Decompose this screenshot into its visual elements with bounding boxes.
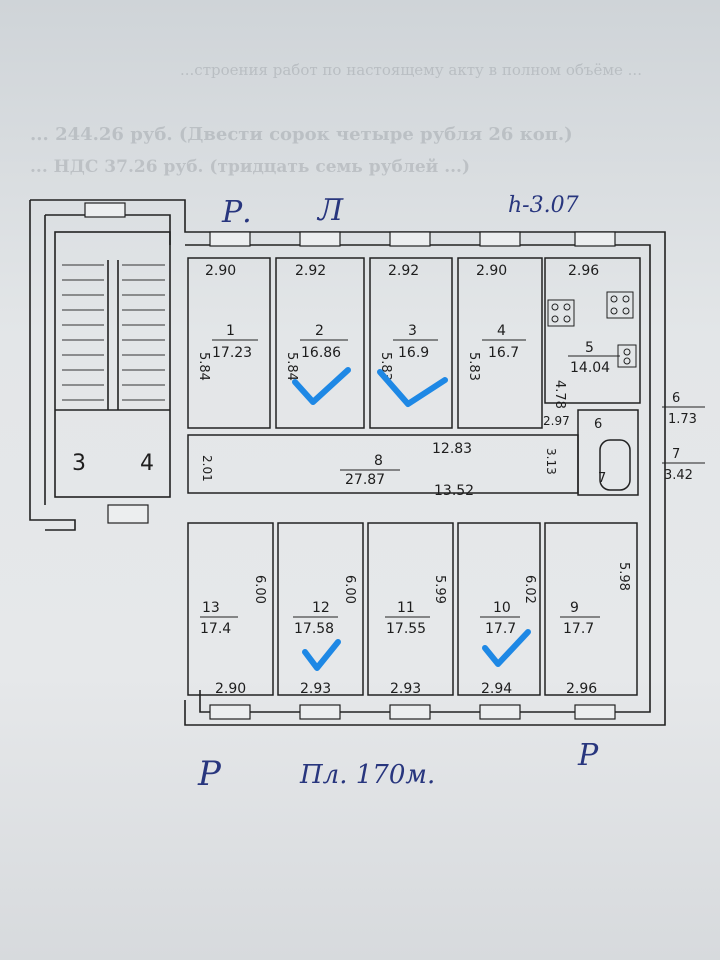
legend-7-number: 7 [672, 447, 680, 462]
room-12-number: 12 [312, 600, 330, 616]
room-13-depth: 6.00 [252, 575, 267, 604]
room-11-number: 11 [397, 600, 415, 616]
room-2-number: 2 [315, 323, 324, 339]
handwritten-height: h-3.07 [508, 193, 579, 218]
stair-label-3: 3 [72, 451, 86, 476]
legend-6-number: 6 [672, 391, 680, 406]
stair-treads [62, 264, 165, 401]
handwritten-top-mid: Л [316, 193, 344, 228]
room-2-depth: 5.84 [284, 352, 299, 381]
room-11-area: 17.55 [386, 621, 426, 637]
checkmark-room-2 [292, 367, 351, 405]
room-3-width: 2.92 [388, 263, 419, 279]
room-13-number: 13 [202, 600, 220, 616]
room-12-area: 17.58 [294, 621, 334, 637]
room-3-area: 16.9 [398, 345, 429, 361]
room-10-number: 10 [493, 600, 511, 616]
room-13-width: 2.90 [215, 681, 246, 697]
room-1-depth: 5.84 [196, 352, 211, 381]
checkmark-room-3 [377, 369, 448, 407]
room-1-width: 2.90 [205, 263, 236, 279]
room-9-width: 2.96 [566, 681, 597, 697]
room-5-width: 2.96 [568, 263, 599, 279]
handwritten-bottom-left: Р [197, 754, 222, 794]
room-4-depth: 5.83 [466, 352, 481, 381]
legend-7-area: 3.42 [664, 468, 693, 483]
room-9-depth: 5.98 [616, 562, 631, 591]
room-4-area: 16.7 [488, 345, 519, 361]
room-6-number: 6 [594, 417, 602, 432]
room-5-area: 14.04 [570, 360, 610, 376]
room-12-depth: 6.00 [342, 575, 357, 604]
bg-text-line-1: ...строения работ по настоящему акту в п… [180, 61, 642, 79]
checkmark-room-10 [482, 629, 531, 667]
room-11-width: 2.93 [390, 681, 421, 697]
corridor-length-1: 12.83 [432, 441, 472, 457]
stair-label-4: 4 [140, 451, 154, 476]
room-7-number: 7 [598, 471, 606, 486]
room-2-width: 2.92 [295, 263, 326, 279]
windows [84, 202, 616, 720]
corridor-depth: 2.01 [200, 455, 214, 482]
room-10-width: 2.94 [481, 681, 512, 697]
handwritten-area-total: Пл. 170м. [299, 760, 435, 790]
room-12-width: 2.93 [300, 681, 331, 697]
room-9-number: 9 [570, 600, 579, 616]
checkmark-room-12 [302, 639, 341, 671]
room-5-number: 5 [585, 340, 594, 356]
room-2-area: 16.86 [301, 345, 341, 361]
room-1-number: 1 [226, 323, 235, 339]
room-6-width: 2.97 [543, 414, 570, 428]
top-rooms [187, 257, 641, 696]
room-8-area: 27.87 [345, 472, 385, 488]
room-4-width: 2.90 [476, 263, 507, 279]
room-4-number: 4 [497, 323, 506, 339]
room-13-area: 17.4 [200, 621, 231, 637]
room-5-depth: 4.78 [552, 380, 567, 409]
room-3-number: 3 [408, 323, 417, 339]
room-10-area: 17.7 [485, 621, 516, 637]
room-8-number: 8 [374, 453, 383, 469]
room-7-depth: 3.13 [544, 448, 558, 475]
room-11-depth: 5.99 [432, 575, 447, 604]
outer-walls [29, 199, 666, 726]
bg-text-line-3: ... НДС 37.26 руб. (тридцать семь рублей… [30, 157, 470, 177]
handwritten-top-left: Р. [221, 195, 252, 230]
handwritten-bottom-right: Р [577, 738, 599, 773]
bg-text-line-2: ... 244.26 руб. (Двести сорок четыре руб… [30, 124, 573, 145]
room-10-depth: 6.02 [522, 575, 537, 604]
room-9-area: 17.7 [563, 621, 594, 637]
legend-6-area: 1.73 [668, 412, 697, 427]
room-1-area: 17.23 [212, 345, 252, 361]
corridor-length-2: 13.52 [434, 483, 474, 499]
